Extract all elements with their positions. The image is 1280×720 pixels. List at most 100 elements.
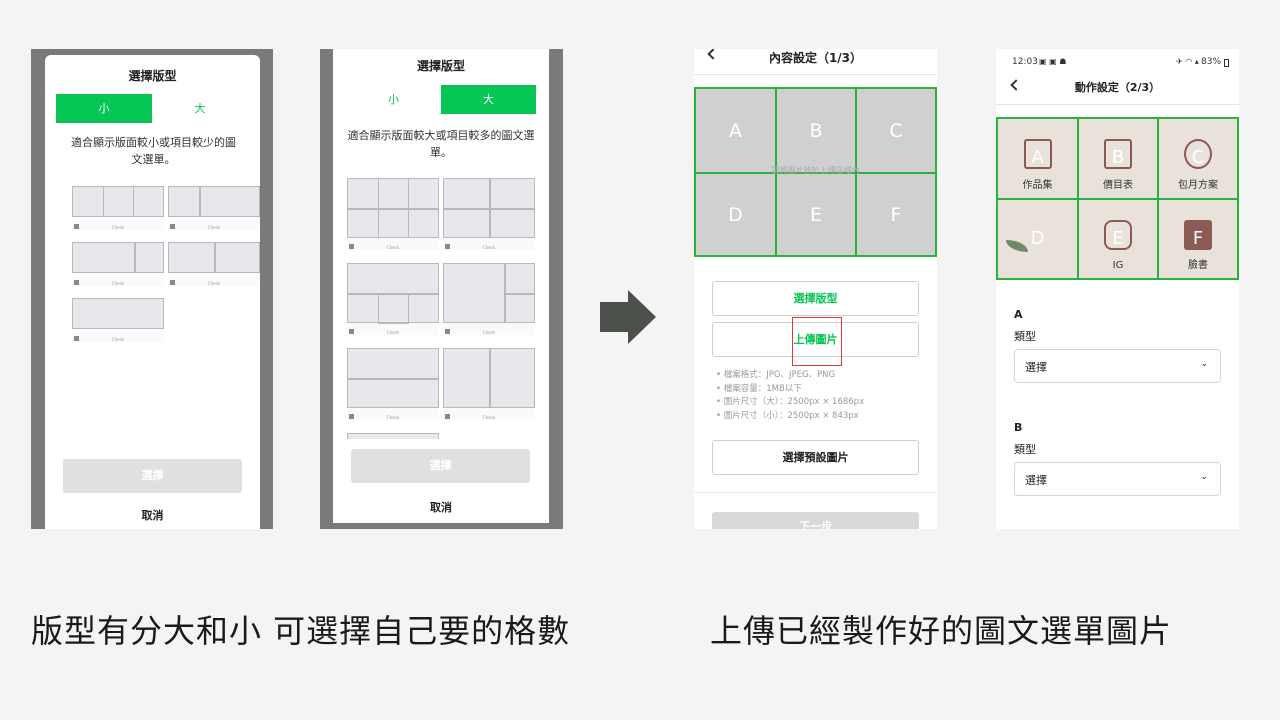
grid-cell-f[interactable]: F (855, 172, 937, 257)
upload-hint: 請將圖片放於上傳區域內 (771, 166, 860, 175)
option-caption: Check (111, 225, 125, 230)
grid-cell-d[interactable]: D (694, 172, 777, 257)
facebook-icon (1184, 220, 1212, 250)
tab-small[interactable]: 小 (56, 94, 152, 123)
option-caption: Check (386, 245, 400, 250)
grid-cell-c[interactable]: C (855, 87, 937, 174)
layout-option-large-5[interactable]: Check (347, 348, 439, 420)
upload-grid[interactable]: A B C D E F 請將圖片放於上傳區域內 (694, 87, 937, 257)
arrow-right-icon (600, 290, 656, 344)
layout-option-small-5[interactable]: Check (72, 298, 164, 342)
option-caption: Check (386, 415, 400, 420)
layout-option-small-1[interactable]: Check (72, 186, 164, 230)
status-bar: 12:03 ▣ ▣ ☗ ✈ ◠ ▴ 83% (996, 49, 1239, 69)
grid-cell-a[interactable]: A (694, 87, 777, 174)
select-button[interactable]: 選擇 (63, 459, 242, 493)
spec-item: • 圖片尺寸（小）：2500px × 843px (716, 410, 859, 421)
menu-cell-d[interactable]: D (996, 198, 1079, 280)
select-button[interactable]: 選擇 (351, 449, 530, 483)
layout-description: 適合顯示版面較大或項目較多的圖文選單。 (347, 129, 535, 159)
cell-letter: B (1111, 147, 1125, 168)
choose-layout-button[interactable]: 選擇版型 (712, 281, 919, 316)
option-caption: Check (482, 415, 496, 420)
layout-option-small-3[interactable]: Check (72, 242, 164, 286)
select-value: 選擇 (1025, 361, 1047, 374)
layout-option-small-2[interactable]: Check (168, 186, 260, 230)
section-b-title: B (1014, 421, 1023, 434)
chevron-down-icon: ⌄ (1200, 359, 1208, 369)
type-select-a[interactable]: 選擇 ⌄ (1014, 349, 1221, 383)
cell-letter: F (1192, 228, 1204, 249)
option-caption: Check (386, 330, 400, 335)
cell-letter: C (1191, 147, 1205, 168)
option-caption: Check (111, 281, 125, 286)
divider (694, 492, 937, 493)
signal-icon: ✈ ◠ ▴ (1176, 57, 1199, 66)
layout-dialog-small: 選擇版型 小 大 適合顯示版面較小或項目較少的圖文選單。 Check Check… (45, 55, 260, 529)
header-bar: 內容設定（1/3） (694, 49, 937, 75)
cancel-button[interactable]: 取消 (430, 501, 452, 514)
chevron-down-icon: ⌄ (1200, 472, 1208, 482)
upload-image-button[interactable]: 上傳圖片 (712, 322, 919, 357)
type-label-a: 類型 (1014, 330, 1036, 343)
option-caption: Check (111, 337, 125, 342)
price-list-icon (1104, 139, 1132, 169)
phone-content-settings: 內容設定（1/3） A B C D E F 請將圖片放於上傳區域內 選擇版型 上… (694, 49, 937, 529)
grid-cell-e[interactable]: E (775, 172, 857, 257)
layout-dialog-large: 選擇版型 小 大 適合顯示版面較大或項目較多的圖文選單。 Check Check… (333, 49, 549, 523)
grid-cell-b[interactable]: B (775, 87, 857, 174)
tab-small[interactable]: 小 (388, 93, 399, 106)
dialog-title: 選擇版型 (128, 69, 177, 83)
cell-label: 臉書 (1188, 260, 1208, 271)
section-a-title: A (1014, 308, 1023, 321)
status-icons: ▣ ▣ ☗ (1039, 57, 1067, 66)
spec-item: • 圖片尺寸（大）：2500px × 1686px (716, 397, 865, 407)
menu-cell-b[interactable]: B 價目表 (1077, 117, 1159, 200)
menu-cell-f[interactable]: F 臉書 (1157, 198, 1239, 280)
spec-item: • 檔案格式：JPG、JPEG、PNG (716, 370, 836, 380)
select-value: 選擇 (1025, 474, 1047, 487)
dialog-title: 選擇版型 (416, 59, 465, 73)
cell-letter: E (1112, 228, 1124, 249)
instagram-icon (1104, 220, 1132, 250)
option-caption: Check (207, 281, 221, 286)
layout-option-large-7[interactable] (347, 433, 439, 439)
caption-right: 上傳已經製作好的圖文選單圖片 (710, 612, 1173, 650)
header-bar: 動作設定（2/3） (996, 77, 1239, 105)
layout-option-small-4[interactable]: Check (168, 242, 260, 286)
phone-layout-large: 選擇版型 小 大 適合顯示版面較大或項目較多的圖文選單。 Check Check… (320, 49, 563, 529)
layout-option-large-6[interactable]: Check (443, 348, 535, 420)
cancel-button[interactable]: 取消 (141, 509, 164, 522)
menu-cell-e[interactable]: E IG (1077, 198, 1159, 280)
menu-cell-c[interactable]: C 包月方案 (1157, 117, 1239, 200)
default-image-button[interactable]: 選擇預設圖片 (712, 440, 919, 475)
battery-icon (1224, 59, 1229, 67)
page-title: 內容設定（1/3） (768, 51, 863, 65)
caption-left: 版型有分大和小 可選擇自己要的格數 (31, 612, 571, 650)
status-time: 12:03 (1012, 57, 1038, 67)
next-button[interactable]: 下一步 (712, 512, 919, 529)
cell-label: 包月方案 (1178, 180, 1218, 191)
menu-preview-grid[interactable]: A 作品集 B 價目表 C 包月方案 D E IG F 臉書 (996, 117, 1239, 280)
type-select-b[interactable]: 選擇 ⌄ (1014, 462, 1221, 496)
type-label-b: 類型 (1014, 443, 1036, 456)
spec-item: • 檔案容量：1MB以下 (716, 383, 802, 394)
monthly-plan-icon (1184, 139, 1212, 169)
menu-cell-a[interactable]: A 作品集 (996, 117, 1079, 200)
file-specs: • 檔案格式：JPG、JPEG、PNG • 檔案容量：1MB以下 • 圖片尺寸（… (716, 369, 864, 423)
layout-option-large-1[interactable]: Check (347, 178, 439, 250)
layout-option-large-2[interactable]: Check (443, 178, 535, 250)
portfolio-icon (1023, 139, 1052, 169)
cell-letter: D (1030, 228, 1045, 249)
upload-highlight-box (792, 317, 842, 366)
option-caption: Check (482, 330, 496, 335)
cell-label: 價目表 (1103, 180, 1133, 191)
layout-description: 適合顯示版面較小或項目較少的圖文選單。 (71, 136, 236, 166)
option-caption: Check (482, 245, 496, 250)
layout-option-large-3[interactable]: Check (347, 263, 439, 335)
tab-large[interactable]: 大 (441, 85, 536, 114)
tab-large[interactable]: 大 (194, 102, 206, 115)
phone-action-settings: 12:03 ▣ ▣ ☗ ✈ ◠ ▴ 83% 動作設定（2/3） A 作品集 B … (996, 49, 1239, 529)
layout-option-large-4[interactable]: Check (443, 263, 535, 335)
cell-label: 作品集 (1022, 180, 1053, 191)
